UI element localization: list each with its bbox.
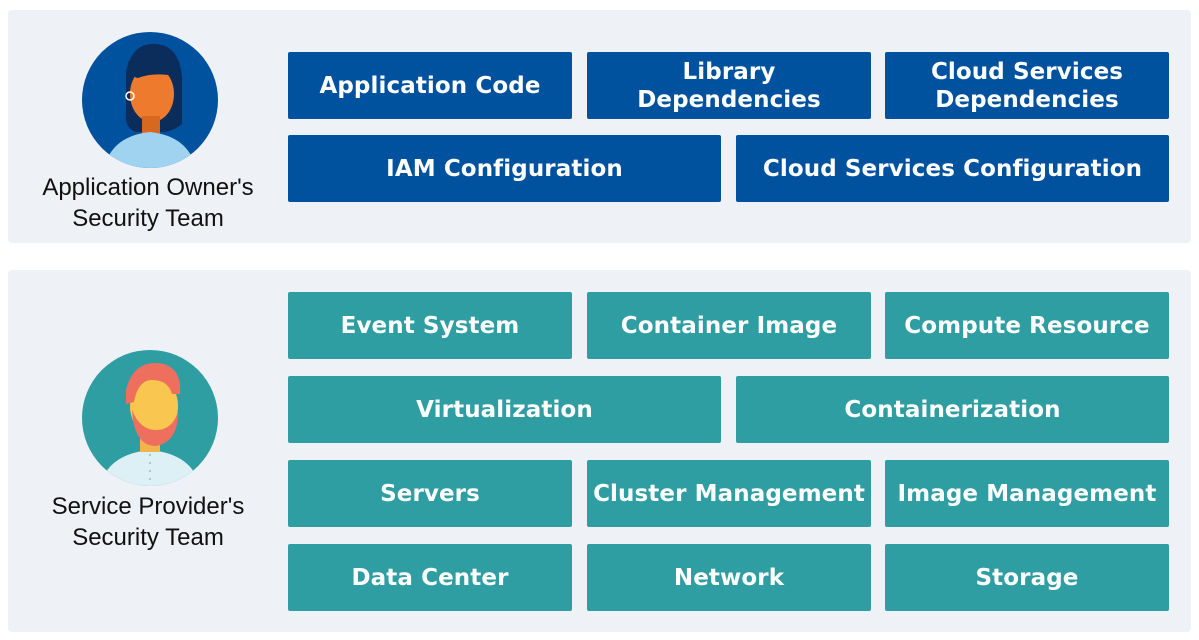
cloud-services-dependencies-box: Cloud Services Dependencies	[885, 52, 1169, 119]
box-label: Network	[673, 564, 785, 591]
servers-box: Servers	[288, 460, 572, 527]
box-label: Image Management	[897, 480, 1157, 507]
virtualization-box: Virtualization	[288, 376, 721, 443]
box-label: Containerization	[844, 396, 1061, 423]
network-box: Network	[587, 544, 871, 611]
box-label: IAM Configuration	[386, 155, 623, 182]
box-label: Cluster Management	[593, 480, 865, 507]
cluster-management-box: Cluster Management	[587, 460, 871, 527]
box-label: Virtualization	[416, 396, 593, 423]
box-label: Application Code	[319, 72, 541, 99]
containerization-box: Containerization	[736, 376, 1169, 443]
box-label: Compute Resource	[904, 312, 1150, 339]
box-label: Event System	[340, 312, 520, 339]
application-owner-team-label: Application Owner's Security Team	[42, 174, 254, 232]
box-label: Cloud Services Configuration	[762, 155, 1143, 182]
library-dependencies-box: Library Dependencies	[587, 52, 871, 119]
box-label: Servers	[380, 480, 480, 507]
application-code-box: Application Code	[288, 52, 572, 119]
box-label: Data Center	[351, 564, 509, 591]
cloud-services-configuration-box: Cloud Services Configuration	[736, 135, 1169, 202]
box-label: Cloud Services Dependencies	[930, 58, 1124, 113]
data-center-box: Data Center	[288, 544, 572, 611]
woman-avatar-icon	[82, 32, 218, 168]
service-provider-team-label: Service Provider's Security Team	[51, 493, 245, 551]
iam-configuration-box: IAM Configuration	[288, 135, 721, 202]
box-label: Storage	[975, 564, 1079, 591]
image-management-box: Image Management	[885, 460, 1169, 527]
event-system-box: Event System	[288, 292, 572, 359]
compute-resource-box: Compute Resource	[885, 292, 1169, 359]
box-label: Library Dependencies	[637, 58, 821, 113]
bearded-man-avatar-icon	[82, 350, 218, 486]
box-label: Container Image	[620, 312, 838, 339]
container-image-box: Container Image	[587, 292, 871, 359]
storage-box: Storage	[885, 544, 1169, 611]
